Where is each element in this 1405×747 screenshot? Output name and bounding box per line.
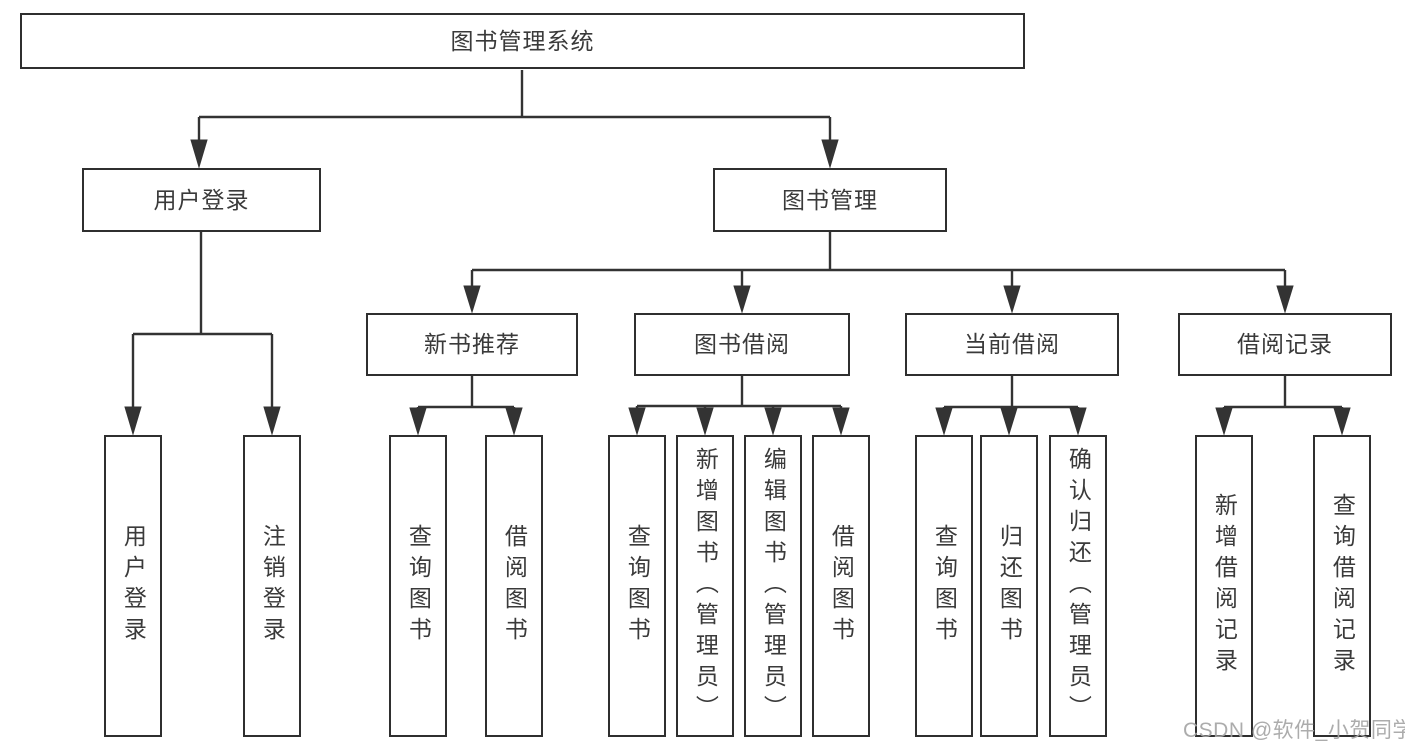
arrowhead [409,407,427,436]
node-borrowing-records: 借阅记录 [1178,313,1392,376]
arrowhead [1069,407,1087,436]
arrowhead [1000,407,1018,436]
arrowhead [1003,285,1021,314]
arrowhead [832,407,850,436]
arrowhead [124,406,142,436]
connector-root-to-level2 [190,70,839,169]
arrowhead [263,406,281,436]
node-book-management: 图书管理 [713,168,947,232]
leaf-borrow-books-recommend: 借阅图书 [485,435,543,737]
leaf-user-login: 用户登录 [104,435,162,737]
connector-current-borrow-children [935,376,1087,436]
node-new-book-recommendation: 新书推荐 [366,313,578,376]
arrowhead [696,407,714,436]
arrowhead [1276,285,1294,314]
arrowhead [821,139,839,169]
leaf-logout: 注销登录 [243,435,301,737]
arrowhead [935,407,953,436]
arrowhead [190,139,208,169]
node-current-borrowing: 当前借阅 [905,313,1119,376]
arrowhead [505,407,523,436]
leaf-add-books-admin: 新增图书（管理员） [676,435,734,737]
connector-book-borrow-children [628,376,850,436]
node-user-login: 用户登录 [82,168,321,232]
connector-user-login-children [124,232,281,436]
node-book-borrowing: 图书借阅 [634,313,850,376]
node-library-system: 图书管理系统 [20,13,1025,69]
leaf-query-books-borrowing: 查询图书 [608,435,666,737]
arrowhead [733,285,751,314]
arrowhead [463,285,481,314]
leaf-return-books: 归还图书 [980,435,1038,737]
connector-book-management-children [463,232,1294,314]
leaf-add-borrow-record: 新增借阅记录 [1195,435,1253,737]
leaf-borrow-books-borrowing: 借阅图书 [812,435,870,737]
leaf-query-borrow-record: 查询借阅记录 [1313,435,1371,737]
arrowhead [1215,407,1233,436]
leaf-confirm-return-admin: 确认归还（管理员） [1049,435,1107,737]
arrowhead [764,407,782,436]
connector-new-book-children [409,376,523,436]
arrowhead [628,407,646,436]
watermark-text: CSDN @软件_小贺同学 [1183,719,1405,742]
arrowhead [1333,407,1351,436]
leaf-query-books-current: 查询图书 [915,435,973,737]
leaf-edit-books-admin: 编辑图书（管理员） [744,435,802,737]
connector-borrow-records-children [1215,376,1351,436]
leaf-query-books-recommend: 查询图书 [389,435,447,737]
